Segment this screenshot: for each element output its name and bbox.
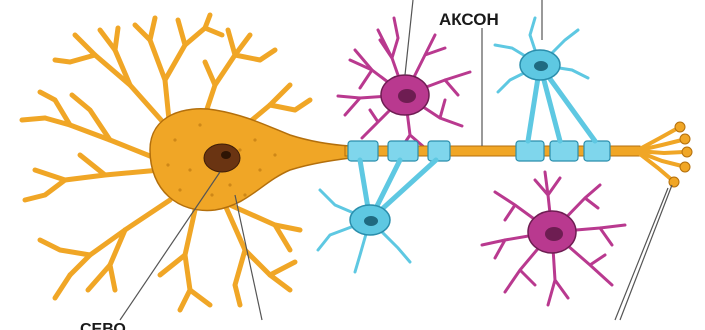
astrocyte-top-nucleus [398, 89, 416, 103]
neuron-soma [150, 109, 350, 211]
axon-label: АКСОН [439, 10, 499, 29]
oligodendrocyte-bottom-nucleus [364, 216, 378, 226]
bottom-left-partial-label: СЕВО [80, 321, 126, 330]
oligodendrocyte-top-nucleus [534, 61, 548, 71]
neuron-nucleolus [221, 151, 231, 159]
axon-terminals [636, 128, 684, 180]
astrocyte-bottom-nucleus [545, 227, 563, 241]
neuron-nucleus [204, 144, 240, 172]
